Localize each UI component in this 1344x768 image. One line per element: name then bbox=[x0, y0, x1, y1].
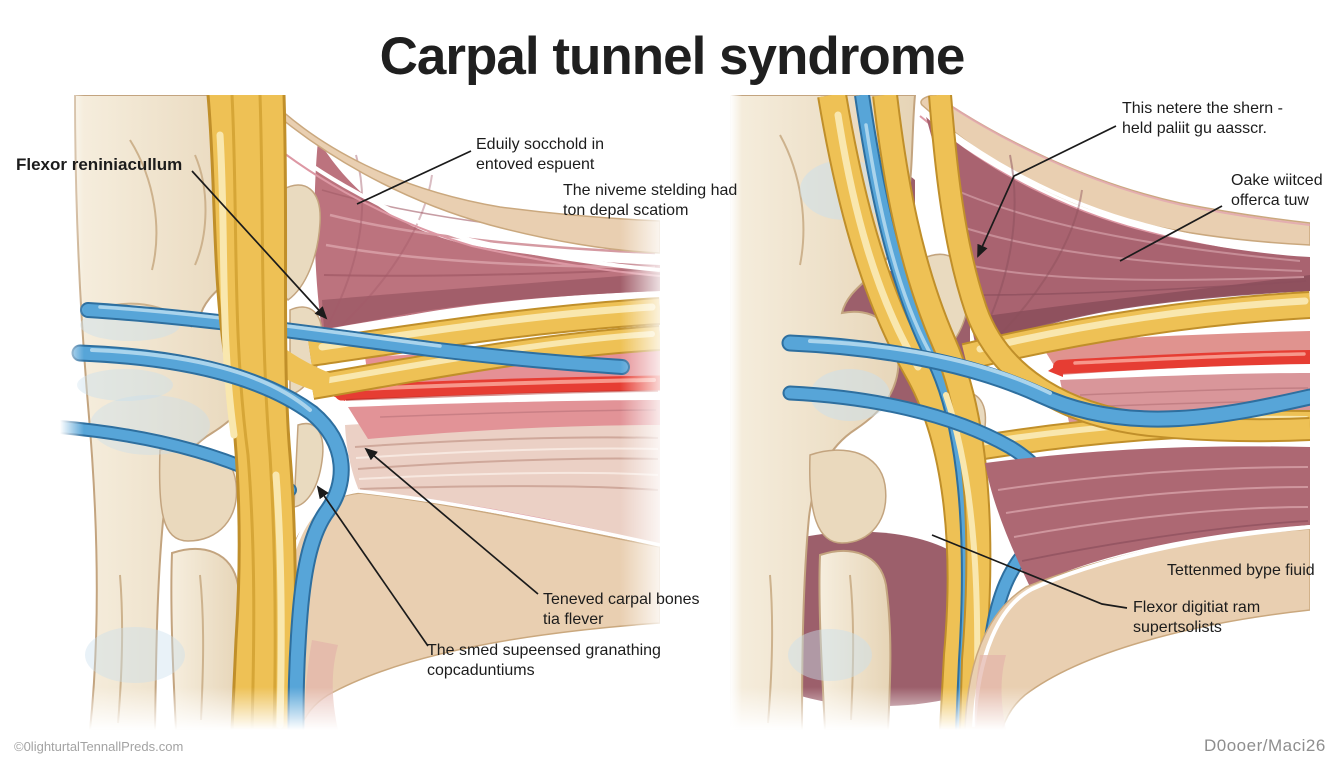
label-top-center-2: The niveme stelding had ton depal scatio… bbox=[563, 182, 738, 219]
edge-fade-bottom bbox=[730, 687, 1310, 730]
edge-fade-right bbox=[620, 95, 660, 730]
label-flexor-retinaculum: Flexor reniniacullum bbox=[16, 155, 183, 174]
page-title: Carpal tunnel syndrome bbox=[379, 27, 966, 86]
label-flexor-digitorum: Flexor digitiat ram supertsolists bbox=[1133, 599, 1261, 636]
label-compressed-nerve: The smed supeensed granathing copcadunti… bbox=[427, 642, 661, 679]
label-right-top: This netere the shern - held paliit gu a… bbox=[1122, 100, 1283, 137]
label-tettenmed-fluid: Tettenmed bype fiuid bbox=[1167, 562, 1315, 579]
watermark: ©0lighturtalTennallPreds.com bbox=[14, 739, 184, 754]
credit: D0ooer/Maci26 bbox=[1204, 736, 1326, 755]
edge-fade-left bbox=[730, 95, 742, 730]
edge-fade-bottom bbox=[60, 687, 660, 730]
edge-fade-left bbox=[60, 95, 84, 730]
label-carpal-bones: Teneved carpal bones tia flever bbox=[543, 591, 700, 628]
label-top-center-1: Eduily socchold in entoved espuent bbox=[476, 136, 605, 173]
label-right-upper: Oake wiitced offerca tuw bbox=[1231, 172, 1323, 209]
